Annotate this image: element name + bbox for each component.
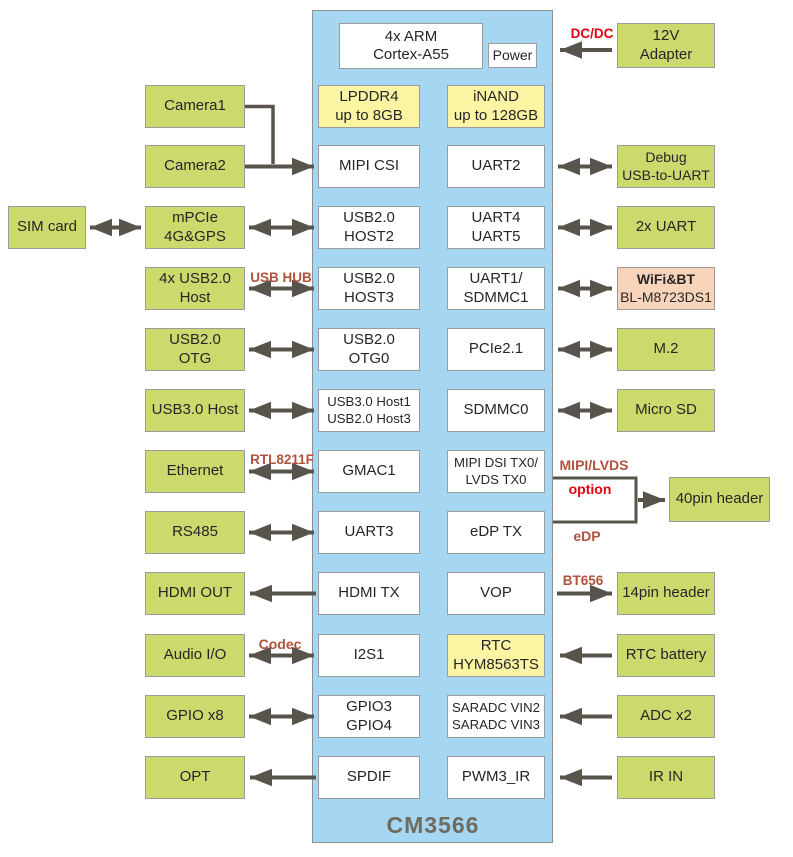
device-mpcie: mPCIe 4G&GPS (145, 206, 245, 249)
device-40pin-header: 40pin header (669, 477, 770, 522)
lpddr4-box: LPDDR4 up to 8GB (318, 85, 420, 128)
port-hdmi-tx: HDMI TX (318, 572, 420, 615)
port-saradc: SARADC VIN2 SARADC VIN3 (447, 695, 545, 738)
port-vop: VOP (447, 572, 545, 615)
port-edp-tx: eDP TX (447, 511, 545, 554)
power-box: Power (488, 43, 537, 68)
port-uart1-sdmmc1: UART1/ SDMMC1 (447, 267, 545, 310)
port-uart2: UART2 (447, 145, 545, 188)
device-usb2-4x-host: 4x USB2.0 Host (145, 267, 245, 310)
device-14pin-header: 14pin header (617, 572, 715, 615)
device-gpio-x8: GPIO x8 (145, 695, 245, 738)
port-pcie21: PCIe2.1 (447, 328, 545, 371)
device-2x-uart: 2x UART (617, 206, 715, 249)
device-audio-io: Audio I/O (145, 634, 245, 677)
device-adc-x2: ADC x2 (617, 695, 715, 738)
port-gpio34: GPIO3 GPIO4 (318, 695, 420, 738)
device-sim-card: SIM card (8, 206, 86, 249)
device-12v-adapter: 12V Adapter (617, 23, 715, 68)
label-usb-hub: USB HUB (250, 270, 312, 285)
device-debug-uart: Debug USB-to-UART (617, 145, 715, 188)
port-usb2-otg0: USB2.0 OTG0 (318, 328, 420, 371)
device-opt: OPT (145, 756, 245, 799)
port-uart3: UART3 (318, 511, 420, 554)
label-bt656: BT656 (562, 573, 604, 588)
module-title: CM3566 (386, 812, 480, 838)
port-i2s1: I2S1 (318, 634, 420, 677)
label-option: option (568, 481, 612, 497)
port-sdmmc0: SDMMC0 (447, 389, 545, 432)
port-usb2-host3: USB2.0 HOST3 (318, 267, 420, 310)
device-usb2-otg: USB2.0 OTG (145, 328, 245, 371)
port-mipi-dsi-lvds: MIPI DSI TX0/ LVDS TX0 (447, 450, 545, 493)
device-hdmi-out: HDMI OUT (145, 572, 245, 615)
label-rtl8211f: RTL8211F (250, 452, 314, 467)
device-wifi-bt: WiFi&BT BL-M8723DS1 (617, 267, 715, 310)
port-rtc: RTC HYM8563TS (447, 634, 545, 677)
cpu-box: 4x ARM Cortex-A55 (339, 23, 483, 69)
device-camera1: Camera1 (145, 85, 245, 128)
port-usb3-host1: USB3.0 Host1 USB2.0 Host3 (318, 389, 420, 432)
wire-display-bracket (553, 476, 638, 524)
port-gmac1: GMAC1 (318, 450, 420, 493)
wifi-bt-chip: BL-M8723DS1 (620, 288, 712, 305)
device-rtc-battery: RTC battery (617, 634, 715, 677)
device-m2: M.2 (617, 328, 715, 371)
device-ir-in: IR IN (617, 756, 715, 799)
label-mipi-lvds: MIPI/LVDS (559, 457, 629, 473)
device-micro-sd: Micro SD (617, 389, 715, 432)
label-codec: Codec (258, 636, 302, 652)
inand-box: iNAND up to 128GB (447, 85, 545, 128)
wifi-bt-name: WiFi&BT (636, 271, 696, 288)
device-usb3-host: USB3.0 Host (145, 389, 245, 432)
label-dcdc: DC/DC (570, 26, 614, 41)
port-spdif: SPDIF (318, 756, 420, 799)
port-usb2-host2: USB2.0 HOST2 (318, 206, 420, 249)
device-ethernet: Ethernet (145, 450, 245, 493)
wire-camera1-join (245, 104, 275, 164)
device-rs485: RS485 (145, 511, 245, 554)
label-edp: eDP (573, 528, 601, 544)
port-pwm3-ir: PWM3_IR (447, 756, 545, 799)
port-uart4-5: UART4 UART5 (447, 206, 545, 249)
device-camera2: Camera2 (145, 145, 245, 188)
port-mipi-csi: MIPI CSI (318, 145, 420, 188)
